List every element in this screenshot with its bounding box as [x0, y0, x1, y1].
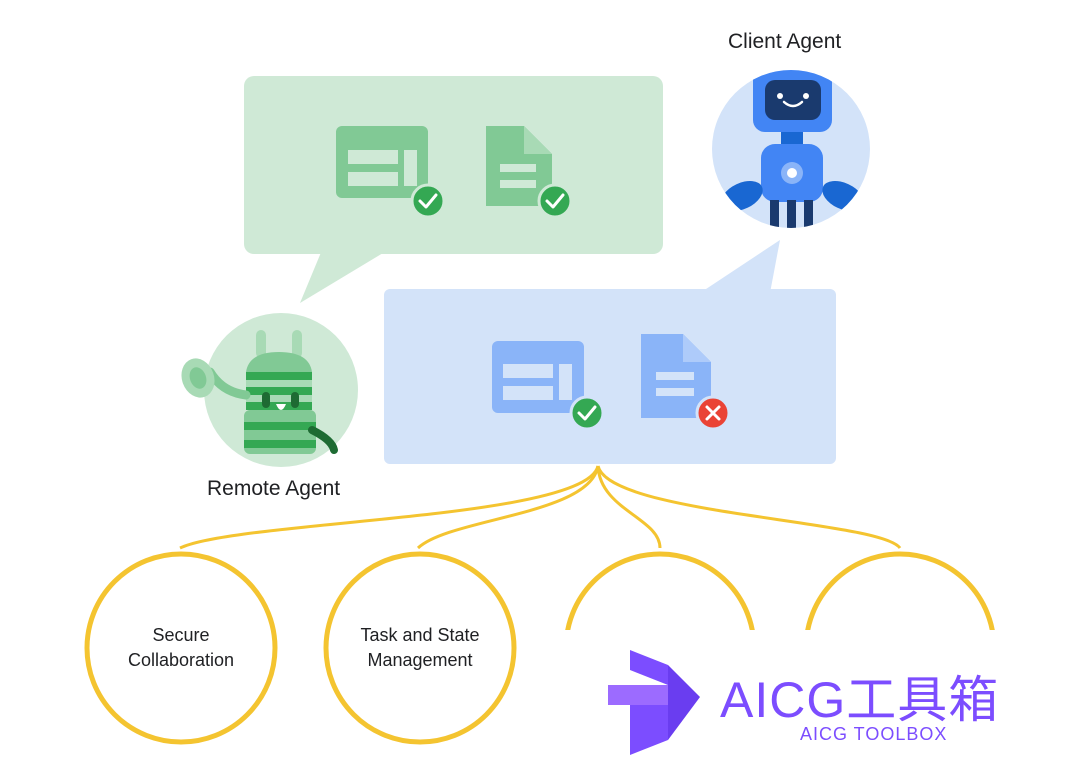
android-icon	[181, 313, 358, 467]
document-icon	[641, 334, 711, 418]
capability-label: Task and State Management	[330, 623, 510, 673]
remote-agent-label: Remote Agent	[207, 477, 341, 500]
capability-label: Secure Collaboration	[91, 623, 271, 673]
client-agent-label: Client Agent	[728, 30, 842, 53]
capability-circle	[323, 551, 517, 745]
capability-label-line2: Management	[367, 650, 473, 670]
connector-lines	[179, 465, 902, 550]
capability-label-line2: Collaboration	[127, 650, 235, 670]
capability-label-line1: Secure	[152, 625, 210, 645]
capability-circle	[84, 551, 278, 745]
check-icon	[537, 183, 573, 219]
green-speech-bubble	[244, 76, 663, 303]
capability-label-line1: Task and State	[360, 625, 480, 645]
robot-icon	[712, 70, 870, 228]
layout-icon	[492, 341, 584, 413]
watermark-title: AICG工具箱	[720, 672, 1000, 728]
check-icon	[410, 183, 446, 219]
aicg-logo-icon	[608, 650, 700, 755]
watermark-subtitle: AICG TOOLBOX	[800, 724, 948, 744]
document-icon	[486, 126, 552, 206]
blue-speech-bubble	[384, 240, 836, 464]
check-icon	[569, 395, 605, 431]
layout-icon	[336, 126, 428, 198]
close-icon	[695, 395, 731, 431]
